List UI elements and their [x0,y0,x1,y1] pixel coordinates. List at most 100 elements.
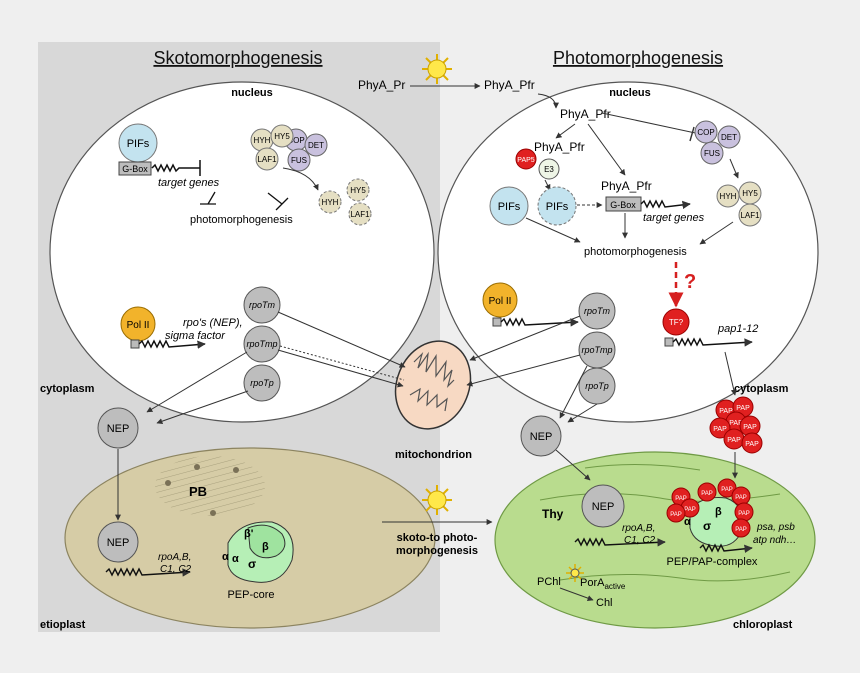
tf-unknown [662,308,690,336]
skoto-title: Skotomorphogenesis [153,48,322,68]
svg-text:NEP: NEP [592,501,615,513]
phya-pr: PhyA_Pr [358,78,405,92]
e3-ligase [538,158,560,180]
svg-text:NEP: NEP [107,537,130,549]
question-mark: ? [684,271,696,293]
pap5 [515,148,537,170]
nep-chloroplast [581,484,625,528]
rpoa-left-line1: rpoA,B, [158,552,191,563]
pep-pap-label: PEP/PAP-complex [667,556,758,568]
nucleus-left [49,81,435,423]
svg-text:PAP: PAP [721,487,733,493]
phya-pfr-gbox: PhyA_Pfr [601,179,652,193]
pap-gene-block [672,337,753,347]
pap-cluster-cytoplasm: PAP PAP PAP PAP PAP PAP PAP [709,396,763,454]
svg-text:β': β' [244,528,254,540]
nucleus-right [437,81,819,423]
svg-text:HY5: HY5 [274,132,290,141]
pifs-degraded [537,186,577,226]
svg-text:E3: E3 [544,165,554,174]
psa-line1: psa, psb [756,522,795,533]
target-gene-block [151,160,201,176]
target-genes-right: target genes [643,212,705,224]
svg-text:rpoTp: rpoTp [250,378,274,388]
mitochondrion-label: mitochondrion [395,449,472,461]
svg-text:PAP: PAP [727,437,741,444]
sun-icon [422,485,452,515]
thy-label: Thy [542,507,564,521]
rpoa-right-line2: C1, C2 [624,535,656,546]
svg-text:PIFs: PIFs [127,138,150,150]
svg-text:PAP: PAP [736,405,750,412]
svg-text:FUS: FUS [704,149,720,158]
svg-text:LAF1: LAF1 [350,210,370,219]
phya-pfr-pif: PhyA_Pfr [534,140,585,154]
rpos-line2: sigma factor [165,330,226,342]
prolamellar-body [155,456,265,516]
svg-text:HYH: HYH [254,136,271,145]
svg-text:PAP: PAP [735,527,747,533]
rpos-line1: rpo's (NEP), [183,317,243,329]
nucleus-label-left: nucleus [231,87,273,99]
transition-line1: skoto-to photo- [397,532,478,544]
svg-text:NEP: NEP [530,431,553,443]
svg-text:LAF1: LAF1 [740,211,760,220]
rpo-genes-left: rpoTm rpoTmp rpoTp [243,286,281,402]
svg-text:PAP: PAP [675,496,687,502]
svg-text:DET: DET [721,133,737,142]
target-genes-left: target genes [158,177,220,189]
pep-core-label: PEP-core [227,589,274,601]
svg-text:Pol II: Pol II [127,320,150,331]
svg-text:HYH: HYH [720,192,737,201]
svg-text:α: α [684,516,691,528]
psa-line2: atp ndh… [753,535,796,546]
photo-title: Photomorphogenesis [553,48,723,68]
svg-text:PAP: PAP [701,491,713,497]
svg-text:rpoTmp: rpoTmp [581,345,612,355]
sun-icon [422,54,452,84]
svg-text:COP: COP [697,128,714,137]
svg-text:G-Box: G-Box [122,164,148,174]
photomorph-left: photomorphogenesis [190,214,293,226]
rpoa-right-line1: rpoA,B, [622,523,655,534]
svg-text:NEP: NEP [107,423,130,435]
svg-text:G-Box: G-Box [610,200,636,210]
svg-text:β: β [262,541,269,553]
nep-cytoplasm-right [520,415,562,457]
svg-text:HY5: HY5 [350,186,366,195]
cytoplasm-left: cytoplasm [40,383,95,395]
hyh-hy5-laf1-right: HYH HY5 LAF1 [716,181,762,227]
cytoplasm-right: cytoplasm [734,383,789,395]
phya-pfr-nucleus: PhyA_Pfr [560,107,611,121]
svg-text:FUS: FUS [291,156,307,165]
svg-text:rpoTm: rpoTm [249,300,276,310]
svg-text:TF?: TF? [669,318,684,327]
rpoa-left-line2: C1, C2 [160,564,192,575]
svg-text:rpoTm: rpoTm [584,306,611,316]
svg-text:σ: σ [248,557,256,571]
svg-text:DET: DET [308,141,324,150]
svg-text:α: α [232,553,239,565]
mitochondrion-icon [394,340,472,430]
svg-text:rpoTp: rpoTp [585,381,609,391]
chloroplast-label: chloroplast [733,619,793,631]
svg-text:α: α [222,551,229,563]
svg-text:β: β [715,506,722,518]
svg-text:HYH: HYH [322,198,339,207]
nucleus-label-right: nucleus [609,87,651,99]
pora-label: PorAactive [580,577,626,591]
pep-pap-complex: α β σ PAP PAP PAP PAP PAP PAP PAP PAP [666,478,754,547]
svg-text:PAP: PAP [743,424,757,431]
pchl-label: PChl [537,576,561,588]
nep-etioplast [97,521,139,563]
chl-label: Chl [596,597,613,609]
svg-text:PAP: PAP [719,408,733,415]
svg-text:PAP: PAP [670,512,682,518]
photomorph-right: photomorphogenesis [584,246,687,258]
svg-text:PAP: PAP [684,507,696,513]
phya-pfr-top: PhyA_Pfr [484,78,535,92]
cop-det-fus-right: COP DET FUS [694,120,741,165]
etioplast-label: etioplast [40,619,86,631]
rpo-gene-block [138,339,206,349]
